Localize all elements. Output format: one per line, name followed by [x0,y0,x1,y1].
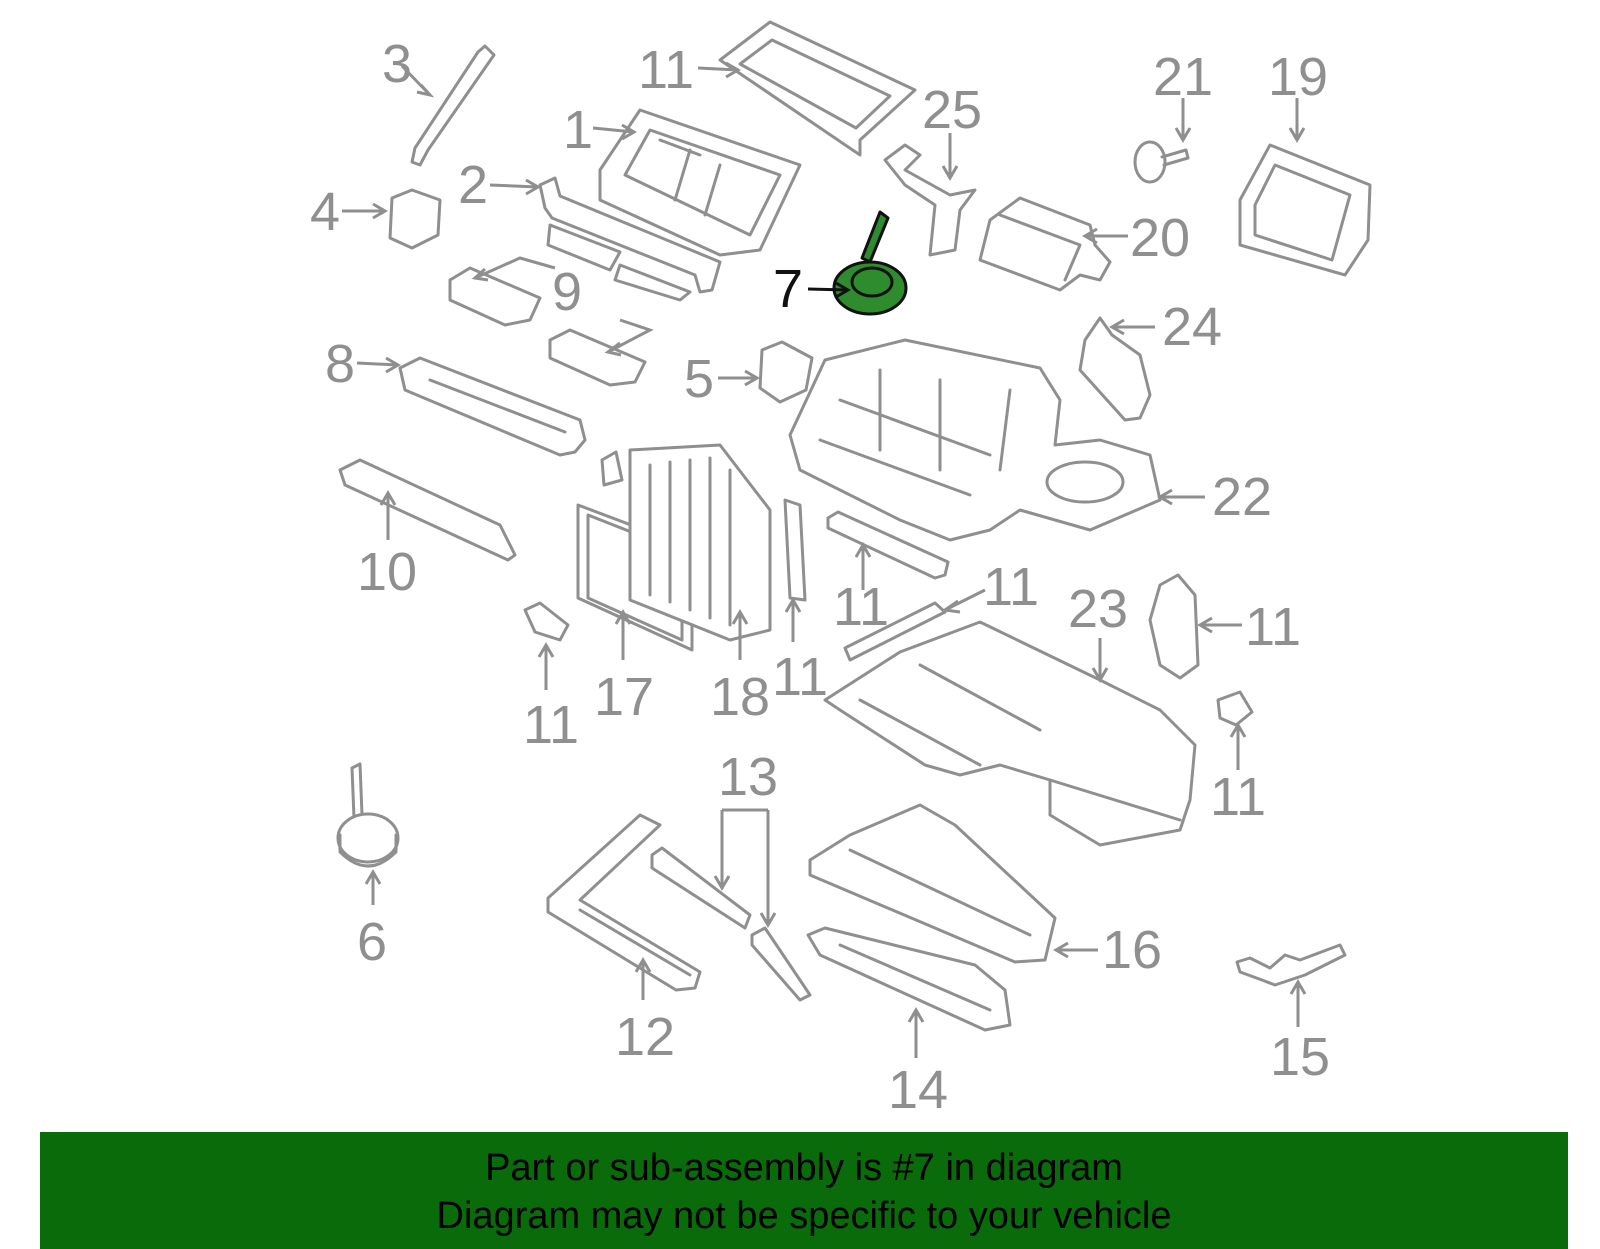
part-2-door [538,176,722,294]
part-13-seal-b [750,926,812,1002]
part-19-housing [1238,143,1372,277]
callout-2: 2 [458,155,488,215]
part-20-blower-motor [978,196,1112,292]
leader-lines [342,61,1307,1058]
info-banner: Part or sub-assembly is #7 in diagram Di… [40,1132,1568,1249]
callout-20: 20 [1130,208,1190,268]
callout-3: 3 [382,34,412,94]
callout-9: 9 [552,262,582,322]
part-12-heater-core [546,813,702,992]
banner-line-part-info: Part or sub-assembly is #7 in diagram [485,1147,1123,1189]
part-10-door [338,458,517,562]
callout-5: 5 [684,349,714,409]
callout-21: 21 [1153,47,1213,107]
callout-7: 7 [773,259,803,319]
part-11-gasket-rod [783,498,807,602]
callout-6: 6 [357,912,387,972]
callout-24: 24 [1162,297,1222,357]
callout-11-low-mid: 11 [772,647,828,707]
callout-13: 13 [718,747,778,807]
part-21-screw [1133,140,1190,184]
callout-19: 19 [1268,47,1328,107]
part-11-seal-strip-b [843,601,947,662]
part-3-bracket [410,44,496,167]
part-23-lower-case [823,620,1197,847]
callout-25: 25 [922,80,982,140]
part-9-door-lower [548,328,647,387]
part-18-evaporator [628,443,772,642]
parts-diagram: 3 11 1 25 21 19 4 2 20 9 7 24 8 5 22 10 … [310,20,1372,1120]
part-11-clip-left [523,601,570,642]
part-25-bracket [883,143,977,257]
callout-labels: 3 11 1 25 21 19 4 2 20 9 7 24 8 5 22 10 … [310,34,1330,1120]
callout-18: 18 [710,667,770,727]
part-7-highlighted-actuator [832,210,908,316]
banner-line-disclaimer: Diagram may not be specific to your vehi… [436,1195,1172,1237]
callout-15: 15 [1270,1027,1330,1087]
part-13-seal-a [650,846,752,930]
part-4-actuator [388,188,442,250]
part-6-actuator [336,762,400,868]
part-15-bracket [1235,943,1347,987]
callout-16: 16 [1102,920,1162,980]
part-5-actuator [758,340,814,404]
callout-11-mid: 11 [983,557,1039,617]
part-8-door [398,356,587,457]
callout-11-mid-left: 11 [833,577,889,637]
part-22-main-case [788,338,1162,542]
callout-8: 8 [325,334,355,394]
part-11-seal-strip-a [826,510,950,580]
callout-11-low-right: 11 [1210,767,1266,827]
callout-11-right: 11 [1245,597,1301,657]
callout-1: 1 [563,100,593,160]
part-16-cover [808,803,1057,964]
callout-4: 4 [310,182,340,242]
part-9-door-upper [448,266,542,327]
callout-11-low-left: 11 [523,695,579,755]
part-11-pad-right [1148,573,1200,680]
part-11-grommet-right [1216,690,1254,727]
part-11-filter-cover [718,20,917,157]
callout-22: 22 [1212,467,1272,527]
callout-12: 12 [615,1007,675,1067]
callout-11-top: 11 [638,40,694,100]
part-24-bracket [1078,316,1152,422]
part-1-upper-case [598,108,802,257]
callout-23: 23 [1068,579,1128,639]
callout-14: 14 [888,1060,948,1120]
callout-10: 10 [357,542,417,602]
callout-17: 17 [594,667,654,727]
